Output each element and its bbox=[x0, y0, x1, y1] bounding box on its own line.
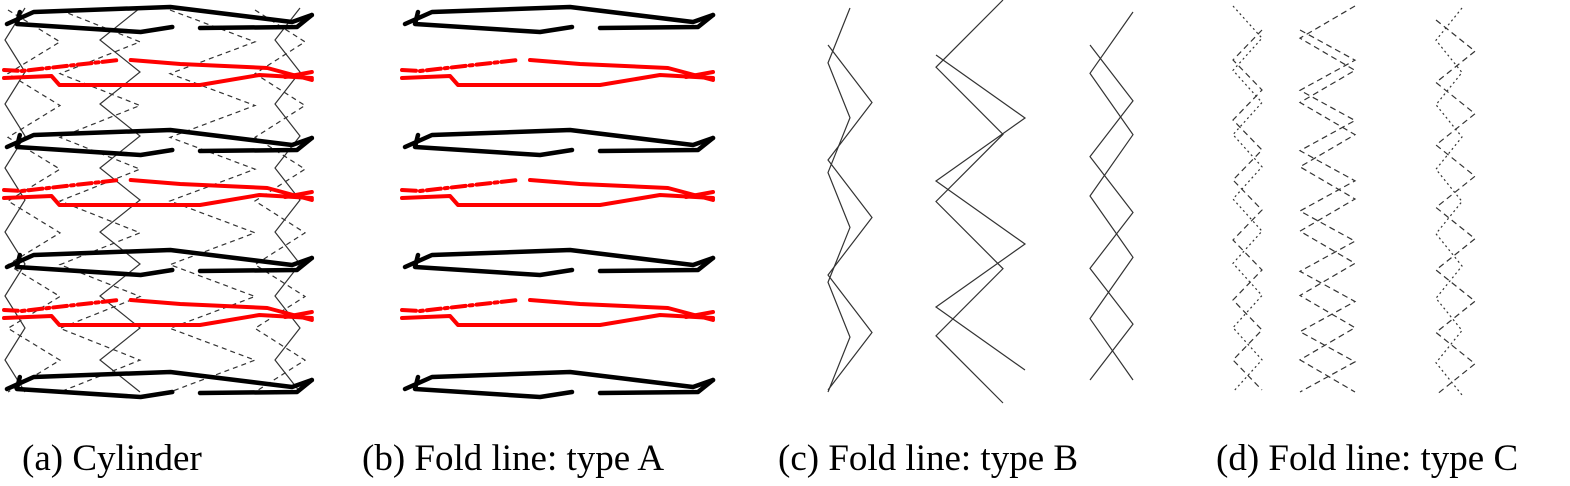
cylinder-ring-6-segment-2 bbox=[128, 298, 314, 322]
type-a-ring-2-segment-3 bbox=[400, 73, 715, 87]
cylinder-ring-5-segment-1 bbox=[4, 247, 315, 270]
cylinder-ring-3-segment-1 bbox=[4, 127, 315, 150]
cylinder-ring-1 bbox=[4, 4, 315, 35]
cylinder-rings bbox=[2, 4, 315, 400]
type-b-zigzag-3a bbox=[1089, 11, 1134, 381]
cylinder-ring-4-segment-3 bbox=[2, 193, 314, 207]
type-a-ring-5-segment-3 bbox=[597, 255, 716, 274]
cylinder-ring-2-segment-3 bbox=[2, 73, 314, 87]
caption-c: (c) Fold line: type B bbox=[778, 438, 1079, 479]
type-a-ring-4-segment-4 bbox=[684, 190, 715, 199]
cylinder-ring-5-segment-2 bbox=[14, 252, 175, 278]
type-a-ring-2-segment-1 bbox=[400, 58, 520, 73]
type-a-ring-4-segment-1 bbox=[400, 178, 520, 193]
type-a-ring-1-segment-1 bbox=[402, 4, 716, 27]
type-a-ring-3 bbox=[402, 127, 716, 158]
type-c-zigzag-4 bbox=[1298, 29, 1357, 393]
type-a-ring-2-segment-2 bbox=[528, 58, 715, 82]
cylinder-ring-6-segment-4 bbox=[283, 310, 314, 319]
cylinder-ring-4-segment-4 bbox=[283, 190, 314, 199]
type-a-ring-5-segment-1 bbox=[402, 247, 716, 270]
type-a-ring-3-segment-2 bbox=[412, 132, 575, 158]
cylinder-ring-6 bbox=[2, 298, 314, 327]
type-c-zigzag-6 bbox=[1435, 19, 1476, 396]
panel-a-cylinder bbox=[2, 4, 315, 400]
type-a-ring-7-segment-2 bbox=[412, 374, 575, 400]
caption-a: (a) Cylinder bbox=[22, 438, 202, 479]
cylinder-ring-3 bbox=[4, 127, 315, 158]
type-a-ring-6-segment-2 bbox=[528, 298, 715, 322]
cylinder-type-c-zigzag-2 bbox=[58, 9, 142, 393]
type-a-ring-7-segment-1 bbox=[402, 369, 716, 392]
type-a-ring-4-segment-3 bbox=[400, 193, 715, 207]
cylinder-ring-2-segment-1 bbox=[2, 58, 121, 73]
type-a-ring-6 bbox=[400, 298, 715, 327]
type-a-ring-3-segment-1 bbox=[402, 127, 716, 150]
cylinder-ring-3-segment-3 bbox=[197, 135, 315, 154]
type-b-zigzag-1b bbox=[827, 44, 873, 391]
type-a-ring-4 bbox=[400, 178, 715, 207]
cylinder-type-c-zigzag-4 bbox=[253, 9, 307, 393]
cylinder-type-b-zigzag-2 bbox=[99, 7, 141, 393]
type-b-zigzag-1a bbox=[827, 7, 851, 393]
cylinder-type-b-zigzag-3 bbox=[274, 7, 301, 393]
cylinder-ring-3-segment-2 bbox=[14, 132, 175, 158]
cylinder-ring-5-segment-3 bbox=[197, 255, 315, 274]
type-b-zigzag-2b bbox=[934, 54, 1027, 371]
type-a-ring-4-segment-2 bbox=[528, 178, 715, 202]
caption-b: (b) Fold line: type A bbox=[362, 438, 665, 479]
type-c-zigzag-5 bbox=[1435, 7, 1463, 396]
type-a-ring-6-segment-1 bbox=[400, 298, 520, 313]
cylinder-ring-6-segment-3 bbox=[2, 313, 314, 327]
type-a-ring-5-segment-2 bbox=[412, 252, 575, 278]
type-a-ring-6-segment-3 bbox=[400, 313, 715, 327]
type-b-zigzag-2a bbox=[935, 0, 1004, 404]
type-a-ring-2 bbox=[400, 58, 715, 87]
panel-c-fold-type-b bbox=[827, 0, 1134, 404]
cylinder-fold-lines-type-c bbox=[6, 9, 307, 393]
panel-d-fold-type-c bbox=[1232, 5, 1476, 396]
panel-b-fold-type-a bbox=[400, 4, 716, 400]
cylinder-ring-4-segment-2 bbox=[128, 178, 314, 202]
cylinder-ring-6-segment-1 bbox=[2, 298, 121, 313]
cylinder-ring-5 bbox=[4, 247, 315, 278]
cylinder-ring-1-segment-3 bbox=[197, 12, 315, 31]
type-a-ring-7-segment-3 bbox=[597, 377, 716, 396]
cylinder-ring-7-segment-1 bbox=[4, 369, 315, 392]
type-c-zigzag-3 bbox=[1298, 5, 1357, 393]
cylinder-ring-2 bbox=[2, 58, 314, 87]
cylinder-ring-1-segment-2 bbox=[14, 9, 175, 35]
cylinder-ring-7-segment-3 bbox=[197, 377, 315, 396]
cylinder-ring-4-segment-1 bbox=[2, 178, 121, 193]
type-a-ring-7 bbox=[402, 369, 716, 400]
type-a-ring-1 bbox=[402, 4, 716, 35]
type-b-zigzag-3b bbox=[1089, 44, 1134, 381]
cylinder-type-c-zigzag-3 bbox=[168, 9, 257, 393]
cylinder-ring-2-segment-2 bbox=[128, 58, 314, 82]
caption-d: (d) Fold line: type C bbox=[1216, 438, 1519, 479]
cylinder-ring-7-segment-2 bbox=[14, 374, 175, 400]
cylinder-ring-4 bbox=[2, 178, 314, 207]
cylinder-ring-1-segment-1 bbox=[4, 4, 315, 27]
cylinder-ring-2-segment-4 bbox=[283, 70, 314, 79]
type-a-ring-3-segment-3 bbox=[597, 135, 716, 154]
type-c-zigzag-1 bbox=[1232, 5, 1263, 393]
type-a-ring-1-segment-3 bbox=[597, 12, 716, 31]
type-a-ring-6-segment-4 bbox=[684, 310, 715, 319]
cylinder-ring-7 bbox=[4, 369, 315, 400]
type-a-ring-1-segment-2 bbox=[412, 9, 575, 35]
cylinder-type-b-zigzag-1 bbox=[4, 7, 26, 393]
type-a-ring-5 bbox=[402, 247, 716, 278]
type-c-zigzag-2 bbox=[1232, 29, 1263, 391]
cylinder-type-c-zigzag-1 bbox=[6, 9, 62, 393]
type-a-ring-2-segment-4 bbox=[684, 70, 715, 79]
